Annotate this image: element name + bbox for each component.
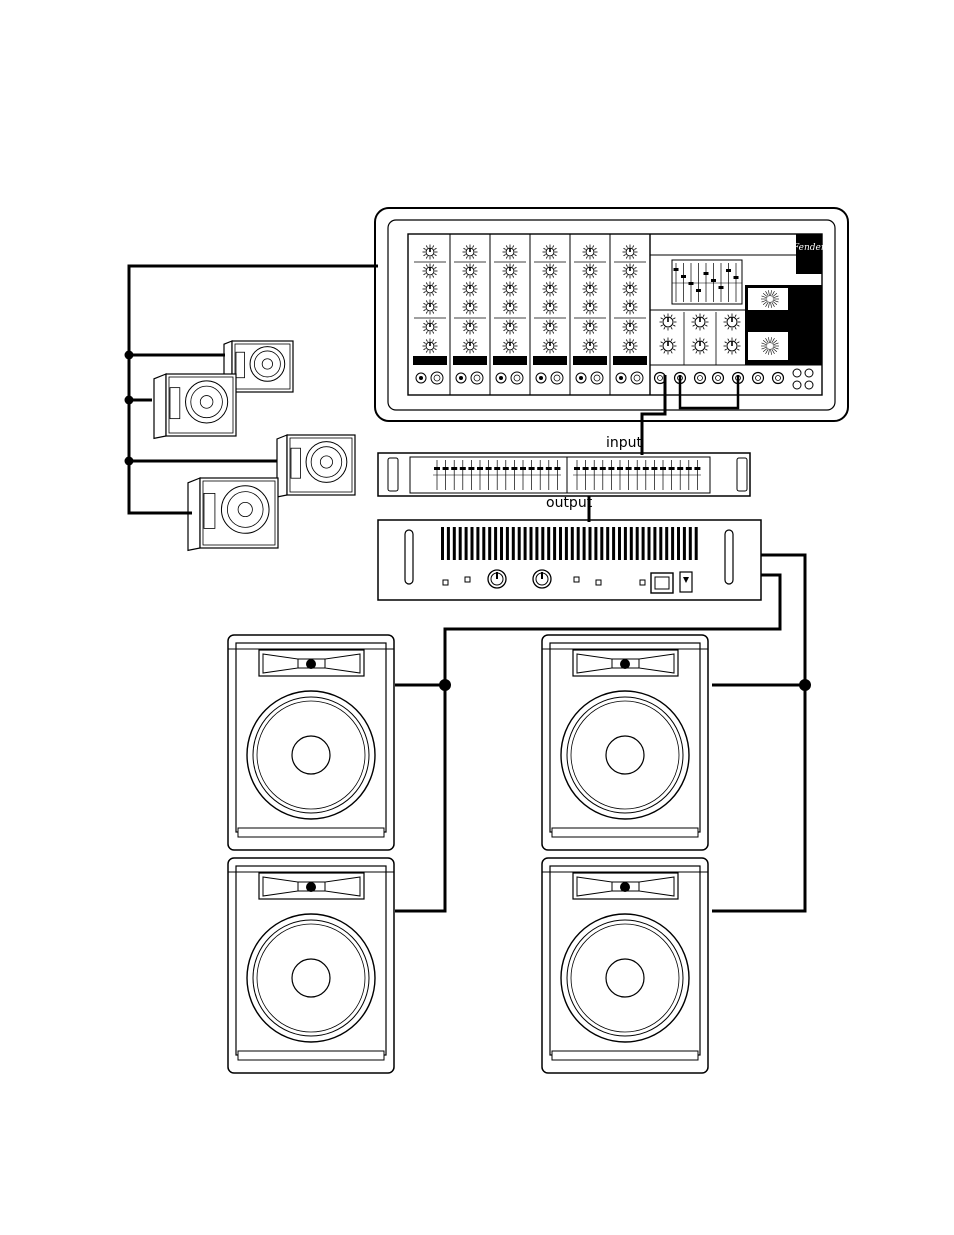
monitor-wedge xyxy=(154,374,236,438)
monitor-wedge xyxy=(188,478,278,550)
powered-mixer: Fender xyxy=(375,208,848,421)
amp-output-right-cable xyxy=(712,555,805,911)
amp-power-switch xyxy=(651,573,673,593)
eq-output-label: output xyxy=(546,495,593,511)
graphic-equalizer: input output xyxy=(378,435,750,511)
mixer-graphic-eq xyxy=(672,260,742,304)
eq-input-label: input xyxy=(606,435,643,451)
main-speaker-cabinet xyxy=(228,635,394,850)
main-speaker-cabinet xyxy=(542,858,708,1073)
monitor-wedge xyxy=(277,435,355,497)
main-speaker-cabinets xyxy=(228,635,708,1073)
fender-logo xyxy=(796,234,822,274)
main-speaker-cabinet xyxy=(228,858,394,1073)
mixer-brand-text: Fender xyxy=(792,243,826,253)
main-speaker-cabinet xyxy=(542,635,708,850)
monitor-wedges xyxy=(154,341,355,550)
power-amplifier xyxy=(378,520,761,600)
